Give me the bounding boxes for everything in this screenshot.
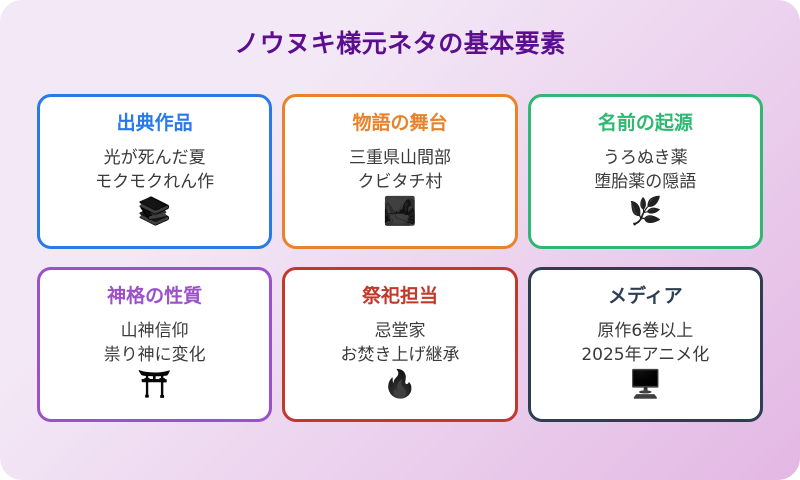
- card-line: 原作6巻以上: [597, 320, 694, 341]
- books-icon: 📚: [137, 195, 172, 227]
- card-title: 物語の舞台: [352, 112, 448, 134]
- card-name-origin: 名前の起源 うろぬき薬 堕胎薬の隠語 🌿: [527, 94, 763, 249]
- card-title: 祭祀担当: [361, 285, 438, 307]
- card-title: 出典作品: [116, 112, 193, 134]
- card-line: 三重県山間部: [348, 147, 451, 168]
- card-title: 神格の性質: [107, 285, 203, 307]
- card-source-work: 出典作品 光が死んだ夏 モクモクれん作 📚: [37, 94, 273, 249]
- card-line: うろぬき薬: [602, 147, 688, 168]
- card-lines: 原作6巻以上 2025年アニメ化: [581, 320, 709, 367]
- torii-gate-icon: ⛩️: [137, 368, 172, 400]
- card-divine-nature: 神格の性質 山神信仰 祟り神に変化 ⛩️: [37, 267, 273, 422]
- flame-icon: 🔥: [383, 368, 417, 400]
- card-story-setting: 物語の舞台 三重県山間部 クビタチ村 🏞️: [282, 94, 518, 249]
- card-line: お焚き上げ継承: [340, 345, 460, 366]
- card-grid: 出典作品 光が死んだ夏 モクモクれん作 📚 物語の舞台 三重県山間部 クビタチ村…: [37, 94, 763, 422]
- card-line: モクモクれん作: [95, 172, 215, 193]
- card-line: 2025年アニメ化: [581, 345, 710, 366]
- card-media: メディア 原作6巻以上 2025年アニメ化 🖥️: [527, 267, 763, 422]
- card-line: 祟り神に変化: [103, 345, 206, 366]
- card-lines: 山神信仰 祟り神に変化: [104, 320, 206, 367]
- monitor-tv-icon: 🖥️: [628, 368, 663, 400]
- card-line: 堕胎薬の隠語: [594, 172, 697, 193]
- card-line: 山神信仰: [120, 320, 189, 341]
- card-lines: 光が死んだ夏 モクモクれん作: [95, 147, 214, 194]
- card-title: メディア: [607, 285, 683, 307]
- page-title: ノウヌキ様元ネタの基本要素: [234, 29, 566, 58]
- card-line: クビタチ村: [357, 172, 443, 193]
- card-line: 忌堂家: [374, 320, 426, 341]
- card-title: 名前の起源: [597, 112, 693, 134]
- mountain-landscape-icon: 🏞️: [383, 195, 417, 227]
- card-lines: 忌堂家 お焚き上げ継承: [340, 320, 459, 367]
- card-lines: うろぬき薬 堕胎薬の隠語: [594, 147, 696, 194]
- card-ritual-keeper: 祭祀担当 忌堂家 お焚き上げ継承 🔥: [282, 267, 518, 422]
- herb-plant-icon: 🌿: [628, 195, 663, 227]
- card-lines: 三重県山間部 クビタチ村: [349, 147, 451, 194]
- card-line: 光が死んだ夏: [103, 147, 206, 168]
